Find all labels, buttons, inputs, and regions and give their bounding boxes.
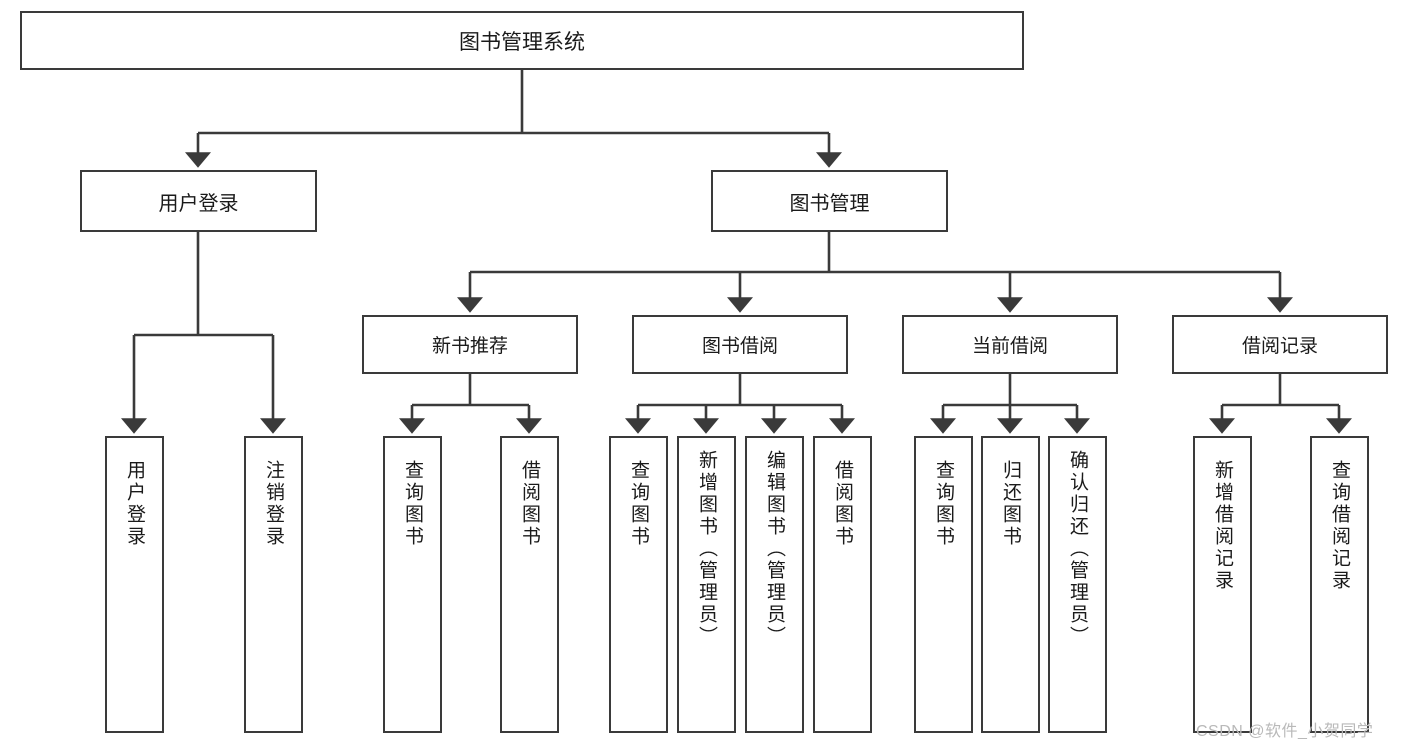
node-label: 用户登录 (124, 460, 145, 548)
node-current-borrow[interactable]: 当前借阅 (902, 315, 1118, 374)
node-label: 新书推荐 (431, 336, 508, 357)
node-label: 图书管理 (789, 192, 870, 215)
node-user-login[interactable]: 用户登录 (80, 170, 317, 232)
node-book-borrow[interactable]: 图书借阅 (632, 315, 848, 374)
node-label: 确认归还（管理员） (1067, 450, 1088, 648)
node-label: 新增借阅记录 (1212, 460, 1233, 592)
node-label: 归还图书 (1000, 460, 1021, 548)
node-book-manage[interactable]: 图书管理 (711, 170, 948, 232)
node-leaf-add-book[interactable]: 新增图书（管理员） (677, 436, 736, 733)
node-leaf-logout-login[interactable]: 注销登录 (244, 436, 303, 733)
node-label: 借阅图书 (519, 460, 540, 548)
csdn-watermark: CSDN @软件_小贺同学 (1196, 723, 1374, 740)
node-label: 查询图书 (933, 460, 954, 548)
node-borrow-record[interactable]: 借阅记录 (1172, 315, 1388, 374)
node-leaf-query-book-1[interactable]: 查询图书 (383, 436, 442, 733)
node-leaf-borrow-book-2[interactable]: 借阅图书 (813, 436, 872, 733)
node-label: 编辑图书（管理员） (764, 450, 785, 648)
node-leaf-edit-book[interactable]: 编辑图书（管理员） (745, 436, 804, 733)
node-new-book-recommend[interactable]: 新书推荐 (362, 315, 578, 374)
node-book-management-system[interactable]: 图书管理系统 (20, 11, 1024, 70)
node-label: 查询图书 (402, 460, 423, 548)
node-leaf-add-record[interactable]: 新增借阅记录 (1193, 436, 1252, 733)
node-leaf-query-book-2[interactable]: 查询图书 (609, 436, 668, 733)
node-leaf-user-login[interactable]: 用户登录 (105, 436, 164, 733)
node-label: 当前借阅 (971, 336, 1048, 357)
node-label: 借阅记录 (1241, 336, 1318, 357)
node-leaf-confirm-return[interactable]: 确认归还（管理员） (1048, 436, 1107, 733)
node-label: 用户登录 (158, 192, 239, 215)
node-leaf-query-book-3[interactable]: 查询图书 (914, 436, 973, 733)
node-label: 借阅图书 (832, 460, 853, 548)
node-label: 查询借阅记录 (1329, 460, 1350, 592)
node-label: 图书借阅 (701, 336, 778, 357)
node-label: 图书管理系统 (459, 30, 585, 54)
node-leaf-return-book[interactable]: 归还图书 (981, 436, 1040, 733)
node-label: 新增图书（管理员） (696, 450, 717, 648)
node-leaf-query-record[interactable]: 查询借阅记录 (1310, 436, 1369, 733)
node-leaf-borrow-book-1[interactable]: 借阅图书 (500, 436, 559, 733)
node-label: 注销登录 (263, 460, 284, 548)
node-label: 查询图书 (628, 460, 649, 548)
